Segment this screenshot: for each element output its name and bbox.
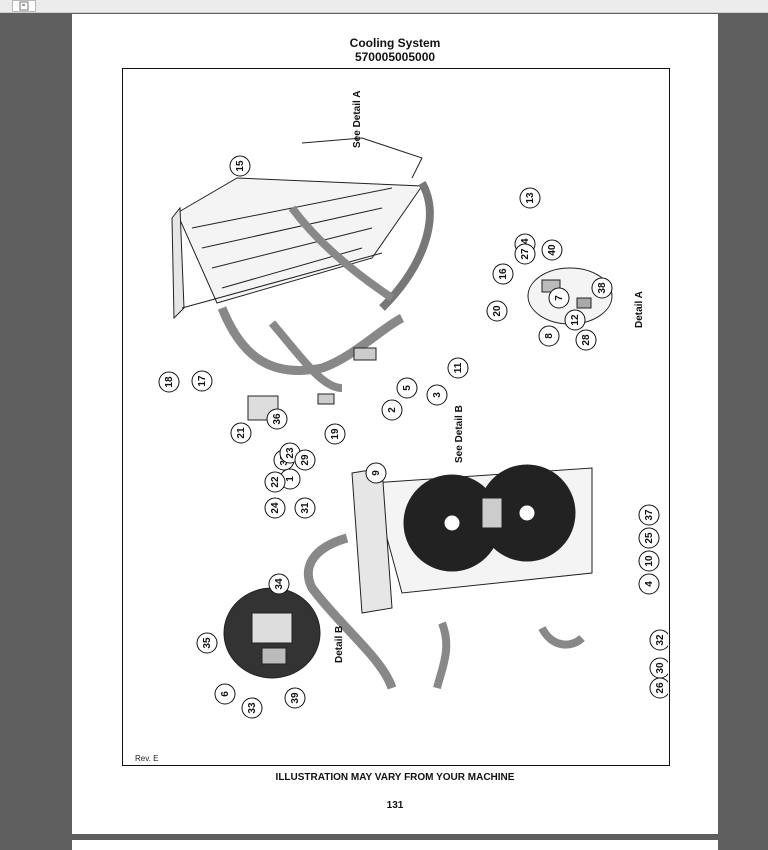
callout-32: 32 [649, 629, 668, 651]
svg-text:37: 37 [644, 509, 655, 521]
svg-text:8: 8 [544, 333, 555, 339]
svg-text:38: 38 [597, 282, 608, 294]
document-page: Cooling System 570005005000 [72, 14, 718, 834]
callout-22: 22 [264, 471, 286, 493]
svg-text:35: 35 [202, 637, 213, 649]
svg-text:1: 1 [285, 476, 296, 482]
callout-25: 25 [638, 527, 660, 549]
callout-17: 17 [191, 370, 213, 392]
detail-b-label: Detail B [334, 626, 345, 663]
svg-text:7: 7 [554, 295, 565, 301]
svg-text:31: 31 [300, 502, 311, 514]
part-number: 570005005000 [354, 50, 436, 64]
callout-15: 15 [229, 155, 251, 177]
svg-text:32: 32 [655, 634, 666, 646]
svg-text:39: 39 [290, 692, 301, 704]
callout-9: 9 [365, 462, 387, 484]
svg-text:40: 40 [547, 244, 558, 256]
svg-text:13: 13 [525, 192, 536, 204]
radiator-side-tank [171, 206, 185, 320]
svg-text:24: 24 [270, 502, 281, 514]
svg-text:12: 12 [570, 314, 581, 326]
callout-20: 20 [486, 300, 508, 322]
callout-3: 3 [426, 384, 448, 406]
callout-37: 37 [638, 504, 660, 526]
lower-hose [217, 306, 405, 375]
callout-35: 35 [196, 632, 218, 654]
callout-33: 33 [241, 697, 263, 719]
callout-6: 6 [214, 683, 236, 705]
illustration-frame [122, 68, 670, 766]
svg-text:34: 34 [274, 578, 285, 590]
svg-text:21: 21 [236, 427, 247, 439]
callout-29: 29 [294, 449, 316, 471]
svg-text:27: 27 [520, 248, 531, 260]
callout-13: 13 [519, 187, 541, 209]
callout-26: 26 [649, 677, 668, 699]
svg-text:10: 10 [644, 555, 655, 567]
see-detail-b-label: See Detail B [454, 405, 465, 463]
svg-text:26: 26 [655, 682, 666, 694]
callout-18: 18 [158, 371, 180, 393]
callout-8: 8 [538, 325, 560, 347]
callout-27: 27 [514, 243, 536, 265]
callout-11: 11 [447, 357, 469, 379]
callout-19: 19 [324, 423, 346, 445]
callout-36: 36 [266, 408, 288, 430]
svg-text:18: 18 [164, 376, 175, 388]
upper-hose [379, 181, 434, 311]
svg-text:28: 28 [581, 334, 592, 346]
svg-text:3: 3 [432, 392, 443, 398]
revision-label: Rev. E [135, 754, 159, 763]
callout-5: 5 [396, 377, 418, 399]
callout-16: 16 [492, 263, 514, 285]
callout-2: 2 [381, 399, 403, 421]
callout-7: 7 [548, 287, 570, 309]
svg-text:11: 11 [453, 362, 464, 373]
svg-text:6: 6 [220, 691, 231, 697]
svg-text:30: 30 [655, 662, 666, 674]
callout-38: 38 [591, 277, 613, 299]
hose-clamp [353, 347, 377, 361]
callout-39: 39 [284, 687, 306, 709]
svg-text:2: 2 [387, 407, 398, 413]
svg-text:22: 22 [270, 476, 281, 488]
svg-text:23: 23 [285, 447, 296, 459]
detail-a-label: Detail A [634, 291, 645, 328]
callout-21: 21 [230, 422, 252, 444]
callout-24: 24 [264, 497, 286, 519]
callout-31: 31 [294, 497, 316, 519]
callout-10: 10 [638, 550, 660, 572]
pages-icon [19, 1, 29, 11]
svg-text:16: 16 [498, 268, 509, 280]
page-number: 131 [386, 800, 404, 811]
page-title: Cooling System [349, 36, 441, 50]
next-page-edge [72, 840, 718, 850]
svg-text:36: 36 [272, 413, 283, 425]
callout-30: 30 [649, 657, 668, 679]
sidebar-toggle-button[interactable] [12, 0, 36, 12]
callout-34: 34 [268, 573, 290, 595]
svg-text:33: 33 [247, 702, 258, 714]
svg-text:25: 25 [644, 532, 655, 544]
svg-text:19: 19 [330, 428, 341, 440]
svg-text:5: 5 [402, 385, 413, 391]
svg-text:20: 20 [492, 305, 503, 317]
callout-40: 40 [541, 239, 563, 261]
see-detail-a-label: See Detail A [352, 91, 363, 148]
callout-4: 4 [638, 573, 660, 595]
callout-28: 28 [575, 329, 597, 351]
svg-text:9: 9 [371, 470, 382, 476]
shroud [301, 137, 423, 179]
svg-text:15: 15 [235, 160, 246, 172]
callout-12: 12 [564, 309, 586, 331]
svg-text:29: 29 [300, 454, 311, 466]
viewer-toolbar [0, 0, 768, 13]
illustration-caption: ILLUSTRATION MAY VARY FROM YOUR MACHINE [275, 772, 515, 783]
svg-text:17: 17 [197, 375, 208, 387]
svg-text:4: 4 [644, 581, 655, 587]
radiator-core [176, 177, 423, 304]
cooling-system-illustration: See Detail A Detail A See Detail B Detai… [158, 91, 668, 719]
